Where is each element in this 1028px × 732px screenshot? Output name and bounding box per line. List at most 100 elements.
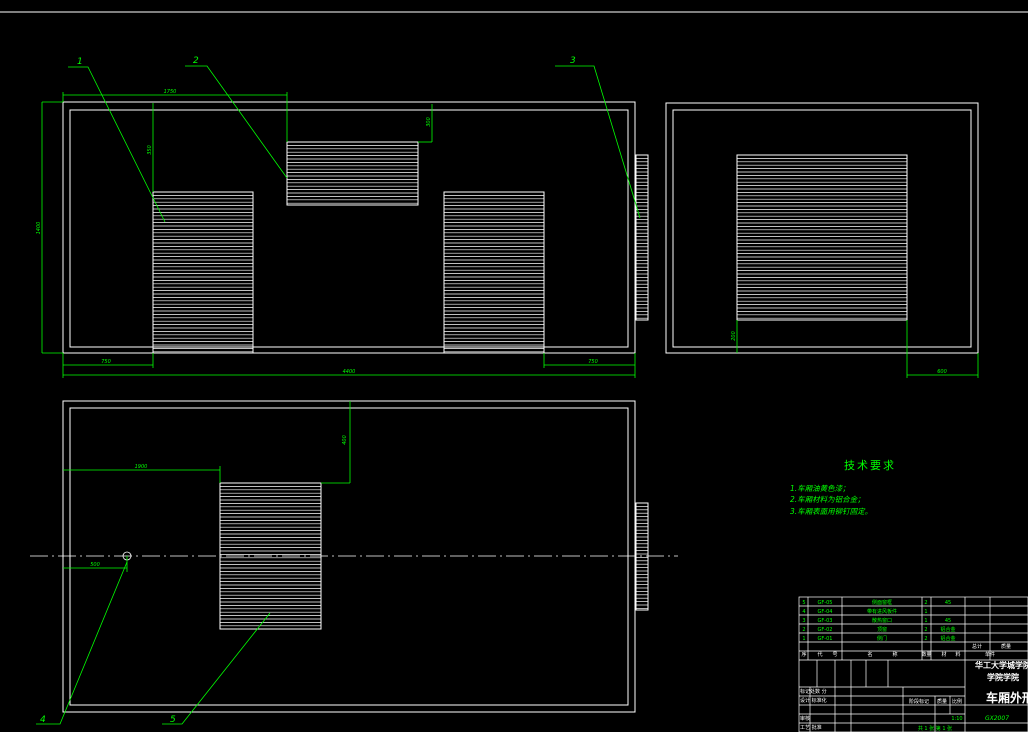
radiator-top-louvers xyxy=(636,158,648,319)
dim-bottom-height: 400 xyxy=(342,435,348,445)
hdr-name-1: 名 xyxy=(867,651,872,658)
dim-right-small: 200 xyxy=(731,331,737,341)
part-no: 2 xyxy=(802,627,805,633)
part-no: 3 xyxy=(802,618,805,624)
dim-top-overall-length: 4400 xyxy=(343,369,356,375)
cell-total: 总计 xyxy=(972,643,982,650)
part-qty: 2 xyxy=(924,636,927,642)
dim-bottom-hole: 500 xyxy=(90,562,100,568)
leader-label-2: 2 xyxy=(193,56,199,66)
hdr-material-2: 料 xyxy=(955,651,960,658)
hdr-name-2: 称 xyxy=(892,651,897,658)
bottom-view-dimensions xyxy=(63,401,351,572)
side-door-right xyxy=(443,191,545,354)
right-view-outer xyxy=(665,102,979,354)
dim-top-overall-height: 1400 xyxy=(36,222,42,235)
cell-single: 单件 xyxy=(985,651,995,658)
part-material: 铝合金 xyxy=(940,635,955,642)
stage-mark-label: 阶段标记 xyxy=(909,698,929,705)
part-material: 45 xyxy=(945,600,951,606)
hdr-code-1: 代 xyxy=(817,651,822,658)
side-door-left-louvers xyxy=(153,195,253,353)
dim-right-width: 600 xyxy=(937,369,947,375)
top-view-inner xyxy=(69,109,629,348)
roof-hatch-louvers xyxy=(220,486,321,627)
top-view-dimensions xyxy=(41,92,636,378)
part-name: 散热窗口 xyxy=(872,617,892,624)
dim-top-right-gap: 750 xyxy=(588,359,598,365)
leader-label-1: 1 xyxy=(77,57,83,67)
part-code: GF-03 xyxy=(818,618,833,624)
part-code: GF-02 xyxy=(818,627,833,633)
part-no: 4 xyxy=(802,609,805,615)
sign-row-1: 标记处数 分 xyxy=(800,688,827,695)
stage-scale-label: 比例 xyxy=(952,698,962,705)
right-view-dimensions xyxy=(736,320,979,378)
side-door-right-louvers xyxy=(444,195,544,353)
dim-top-depth-small: 350 xyxy=(147,145,153,155)
bottom-view-outer xyxy=(62,400,636,713)
part-name: 侧面窗框 xyxy=(872,599,892,606)
part-no: 1 xyxy=(802,636,805,642)
part-qty: 2 xyxy=(924,600,927,606)
leader-lines xyxy=(36,65,641,725)
dim-top-height-vent: 300 xyxy=(426,117,432,127)
radiator-top xyxy=(635,154,649,321)
top-window-louvers xyxy=(287,145,418,204)
part-name: 带有进风板件 xyxy=(867,608,897,615)
part-qty: 2 xyxy=(924,627,927,633)
school-sub: 学院学院 xyxy=(987,672,1019,682)
leader-label-3: 3 xyxy=(570,56,576,66)
parts-list: 5 GF-05 侧面窗框 2 45 4 GF-04 带有进风板件 1 3 GF-03 散热窗口 1 45 2… xyxy=(802,599,955,642)
hdr-qty-1: 数 xyxy=(921,651,926,658)
drawing-title: 车厢外形 xyxy=(986,690,1028,705)
dim-top-width-left: 1750 xyxy=(164,89,177,95)
part-qty: 1 xyxy=(924,609,927,615)
top-view: 1750 350 300 1400 750 750 4400 xyxy=(36,89,649,378)
dim-top-left-gap: 750 xyxy=(101,359,111,365)
part-no: 5 xyxy=(802,600,805,606)
part-name: 侧门 xyxy=(877,635,887,642)
bottom-view: 400 1900 500 xyxy=(30,400,678,713)
part-code: GF-05 xyxy=(818,600,833,606)
radiator-end xyxy=(736,154,908,321)
drawing-code: GX2007 xyxy=(985,715,1009,722)
part-code: GF-01 xyxy=(818,636,833,642)
school-name: 华工大学城学院 xyxy=(975,660,1028,670)
radiator-end-louvers xyxy=(737,158,907,319)
leader-label-4: 4 xyxy=(40,715,46,725)
hdr-material-1: 材 xyxy=(941,651,946,658)
sign-row-4: 工艺 批准 xyxy=(800,724,822,731)
side-door-left xyxy=(152,191,254,354)
right-view: 200 600 xyxy=(665,102,979,378)
sign-row-2: 设计 标准化 xyxy=(800,697,827,704)
bottom-view-inner xyxy=(69,407,629,706)
cell-mass: 质量 xyxy=(1001,643,1011,650)
right-view-inner xyxy=(672,109,972,348)
dim-bottom-offset: 1900 xyxy=(135,464,148,470)
notes-title: 技术要求 xyxy=(844,459,896,472)
hdr-no: 序 xyxy=(801,651,806,658)
note-item-3: 3.车厢表面用铆钉固定。 xyxy=(790,507,872,516)
top-view-outer xyxy=(62,101,636,354)
part-material: 45 xyxy=(945,618,951,624)
hdr-code-2: 号 xyxy=(832,652,837,658)
sheet-count: 共 1 张 第 1 张 xyxy=(918,725,952,732)
leader-label-5: 5 xyxy=(170,715,176,725)
sign-row-3: 审核 xyxy=(800,715,810,722)
title-block: 5 GF-05 侧面窗框 2 45 4 GF-04 带有进风板件 1 3 GF-03 散热窗口 1 45 2… xyxy=(798,596,1028,732)
technical-requirements: 技术要求 1.车厢油黄色漆； 2.车厢材料为铝合金； 3.车厢表面用铆钉固定。 xyxy=(790,459,896,516)
part-qty: 1 xyxy=(924,618,927,624)
radiator-bottom xyxy=(635,502,649,611)
note-item-2: 2.车厢材料为铝合金； xyxy=(790,495,865,504)
part-material: 铝合金 xyxy=(940,626,955,633)
title-block-grid xyxy=(798,596,1028,732)
scale-value: 1:10 xyxy=(951,716,962,722)
radiator-bottom-louvers xyxy=(636,506,648,609)
stage-mass-label: 质量 xyxy=(937,698,947,705)
note-item-1: 1.车厢油黄色漆； xyxy=(790,484,850,493)
part-code: GF-04 xyxy=(818,609,833,615)
top-window xyxy=(286,141,419,206)
